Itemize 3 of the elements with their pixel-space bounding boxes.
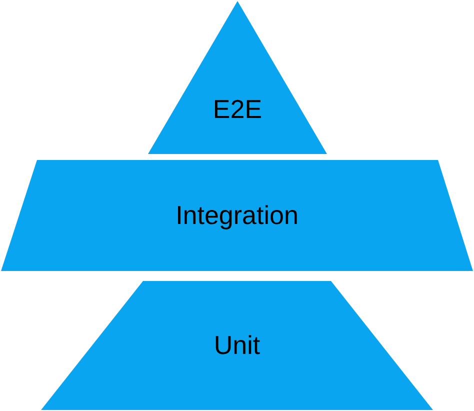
tier-label: E2E	[212, 94, 264, 125]
tier-label: Integration	[174, 200, 300, 231]
tier-label: Unit	[212, 330, 262, 361]
